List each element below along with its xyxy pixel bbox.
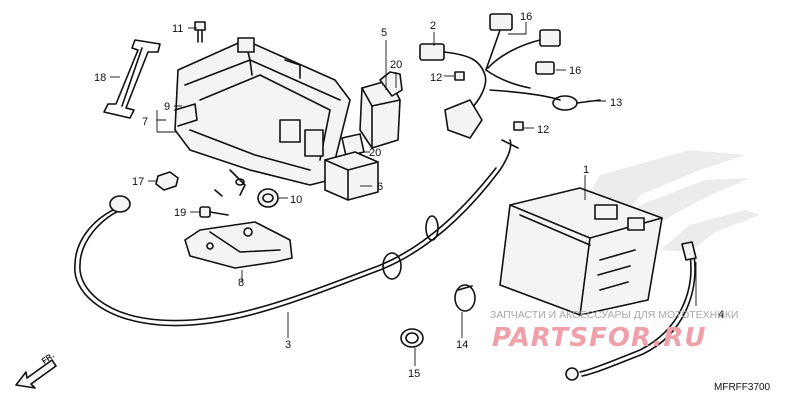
battery: [499, 187, 663, 316]
cable-tie-13: [552, 95, 601, 111]
watermark-tagline: ЗАПЧАСТИ И АКСЕССУАРЫ ДЛЯ МОТОТЕХНИКИ: [490, 309, 738, 321]
callout-5: 5: [381, 27, 387, 39]
bracket-plate: [184, 221, 293, 269]
clamp-15: [400, 328, 424, 348]
bolt-11: [194, 21, 206, 43]
callout-16a: 16: [520, 11, 532, 23]
callouts: 1 2 3 4 5 6 7 8 9 10 11 12 12 13 14 15 1…: [94, 11, 724, 380]
bolts-12: [454, 71, 524, 131]
screw-19: [199, 206, 229, 218]
battery-cable-3: [74, 139, 519, 327]
relay-6: [324, 151, 379, 201]
callout-13: 13: [610, 97, 622, 109]
callout-7: 7: [142, 116, 148, 128]
grommet-10: [257, 188, 279, 208]
callout-20a: 20: [390, 59, 402, 71]
callout-1: 1: [583, 164, 589, 176]
callout-8: 8: [238, 277, 244, 289]
callout-12b: 12: [537, 124, 549, 136]
relay-assembly: [341, 71, 403, 157]
callout-20b: 20: [369, 147, 381, 159]
callout-12a: 12: [430, 72, 442, 84]
diagram-code: MFRFF3700: [714, 382, 771, 393]
callout-17: 17: [132, 176, 144, 188]
callout-16b: 16: [569, 65, 581, 77]
rubber-strap: [103, 39, 161, 119]
leader-lines: [110, 22, 697, 366]
callout-4: 4: [718, 309, 724, 321]
watermark-logo: PARTSFOR.RU: [492, 323, 706, 353]
callout-6: 6: [377, 181, 383, 193]
callout-18: 18: [94, 72, 106, 84]
callout-9: 9: [164, 101, 170, 113]
front-direction-arrow: FR.: [15, 351, 57, 389]
callout-19: 19: [174, 207, 186, 219]
battery-box: [174, 37, 351, 197]
ground-cable-4: [565, 241, 697, 381]
callout-14: 14: [456, 339, 468, 351]
callout-3: 3: [285, 339, 291, 351]
callout-11: 11: [172, 23, 183, 35]
sub-harness: [419, 13, 561, 139]
clamp-14: [454, 284, 476, 312]
callout-15: 15: [408, 368, 420, 380]
nut-17: [155, 171, 179, 191]
callout-10: 10: [290, 194, 302, 206]
callout-2: 2: [430, 20, 436, 32]
